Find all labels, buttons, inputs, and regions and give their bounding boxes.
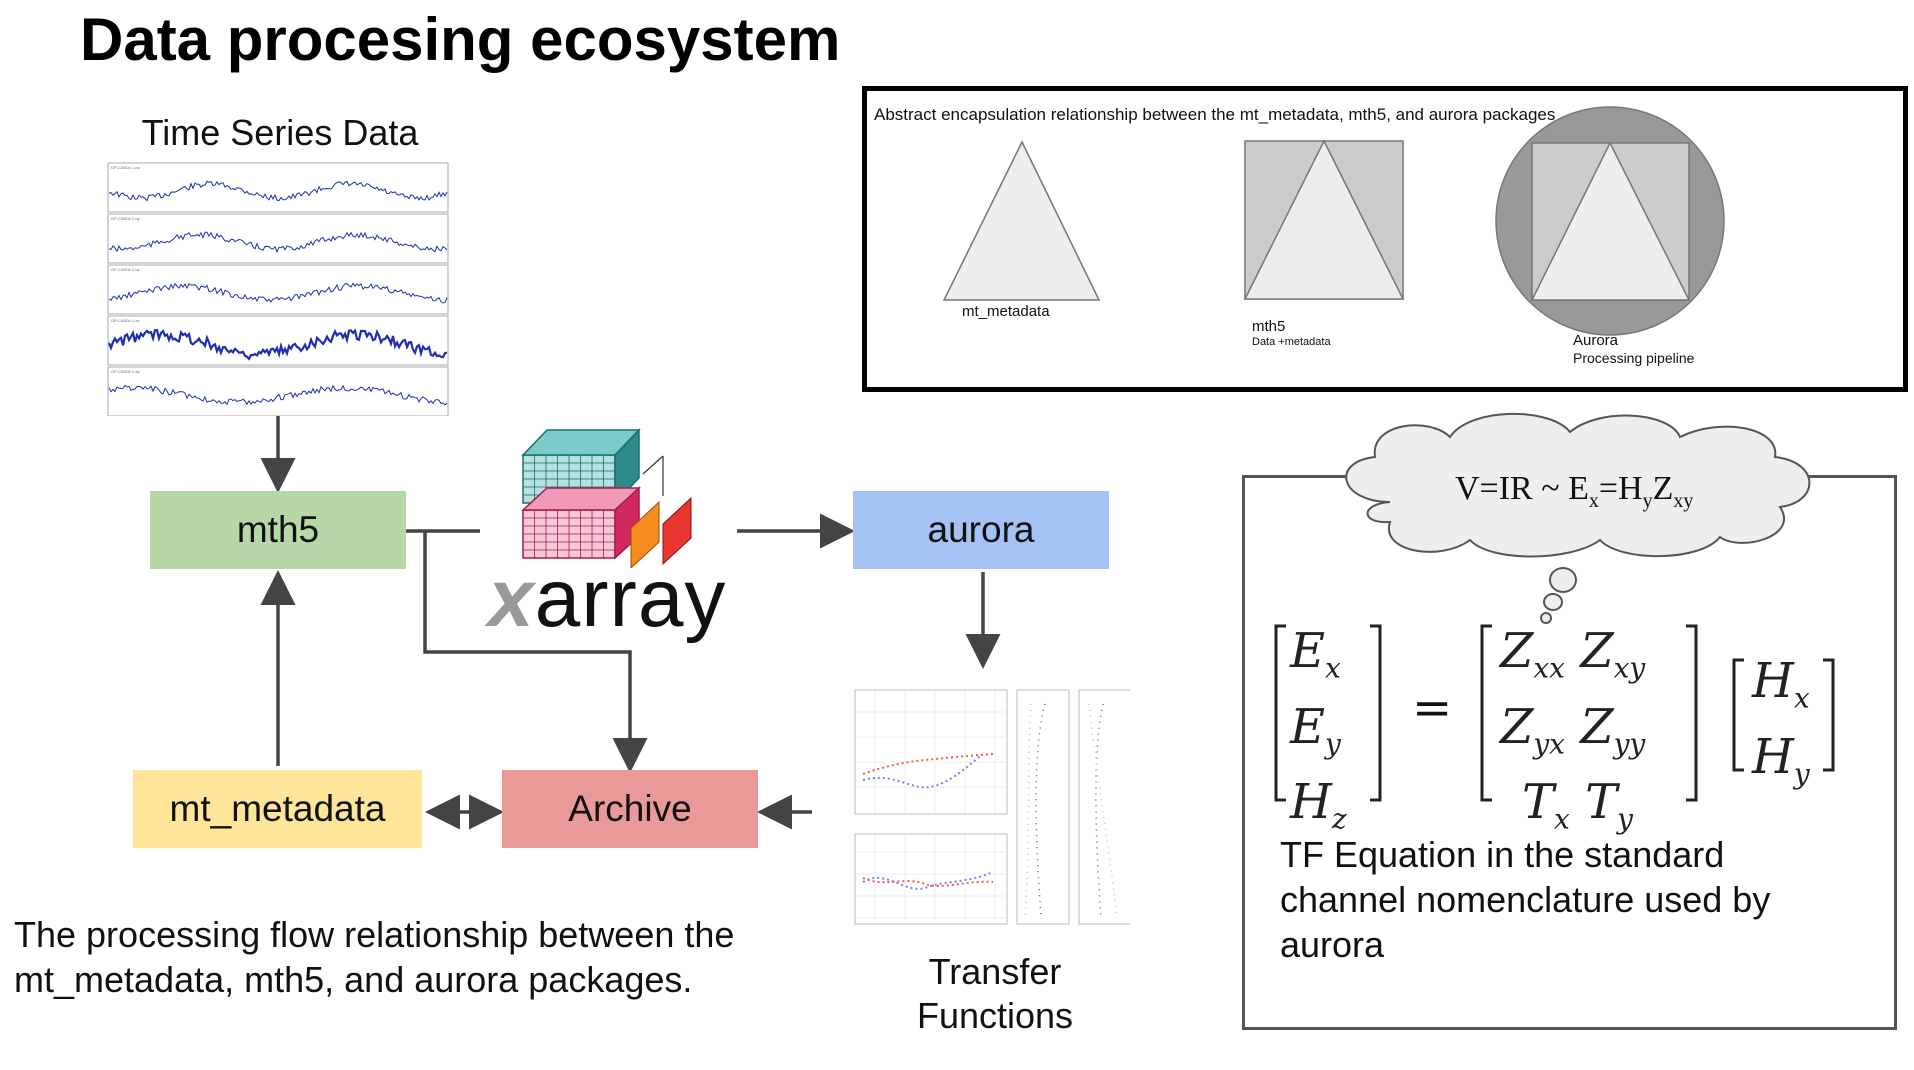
abstract-encapsulation-panel — [862, 86, 1908, 392]
transfer-functions-line-1: Transfer — [928, 951, 1062, 992]
ohm-analogy-text: V=IR ~ Ex=HyZxy — [1455, 470, 1693, 513]
matrix-row-2: Zyx Zyy — [1500, 698, 1646, 761]
transfer-functions-line-2: Functions — [916, 995, 1074, 1036]
mth5-shape-sublabel: Data +metadata — [1252, 336, 1331, 348]
ts-trace — [107, 328, 448, 361]
ohm-z-sub: xy — [1673, 489, 1694, 512]
aurora-box: aurora — [853, 491, 1109, 569]
mt-metadata-box: mt_metadata — [133, 770, 422, 848]
arrow-mth5-to-archive — [423, 531, 648, 773]
aurora-label: aurora — [927, 509, 1035, 550]
ts-panel — [107, 264, 449, 315]
equals-sign: = — [1412, 680, 1453, 736]
transfer-function-plots — [854, 689, 1130, 925]
ts-channel-label: GP-CAS04 1-hz — [111, 267, 140, 272]
archive-box: Archive — [502, 770, 758, 848]
encapsulation-shapes — [942, 106, 1725, 336]
tf-phase-panel — [854, 833, 1008, 925]
time-series-title: Time Series Data — [141, 112, 419, 153]
mth5-triangle — [1243, 139, 1405, 300]
ohm-z: Z — [1652, 470, 1674, 507]
xarray-x: x — [488, 553, 535, 644]
ohm-lhs: V=IR ~ E — [1455, 470, 1589, 507]
tf-tipper-panel-2 — [1078, 689, 1130, 925]
tf-equation-caption: TF Equation in the standard channel nome… — [1280, 834, 1771, 965]
xarray-logo — [521, 428, 692, 568]
ts-channel-label: GP-CAS04 1-ex — [111, 318, 140, 323]
ts-channel-label: GP-CAS04 1-hy — [111, 216, 140, 221]
ts-channel-label: GP-CAS04 1-hx — [111, 165, 140, 170]
xarray-rest: array — [534, 553, 727, 644]
ts-trace — [108, 384, 448, 406]
impedance-matrix: Zxx Zxy Zyx Zyy Tx Ty — [1500, 622, 1645, 849]
rhs-hy: Hy — [1752, 728, 1810, 791]
ohm-h-sub: y — [1642, 489, 1653, 512]
tf-tipper-panel-1 — [1016, 689, 1070, 925]
mth5-shape-label: mth5 — [1252, 318, 1286, 335]
mt-metadata-shape-label: mt_metadata — [962, 303, 1050, 320]
aurora-shape-sublabel: Processing pipeline — [1573, 350, 1695, 366]
ohm-eq: =H — [1598, 470, 1643, 507]
ts-channel-label: GP-CAS04 1-ey — [111, 369, 140, 374]
thought-cloud — [1345, 412, 1811, 624]
page-title: Data procesing ecosystem — [80, 6, 841, 73]
matrix-row-3: Tx Ty — [1522, 774, 1633, 836]
aurora-shape-label: Aurora — [1573, 332, 1619, 349]
mth5-box: mth5 — [150, 491, 406, 569]
xarray-wordmark: xarray — [488, 552, 726, 646]
tf-rho-panel — [854, 689, 1008, 815]
mt-metadata-label: mt_metadata — [169, 788, 386, 829]
lhs-ey: Ey — [1290, 698, 1341, 761]
transfer-functions-label: Transfer Functions — [880, 950, 1110, 1038]
aurora-triangle — [1530, 141, 1691, 301]
lhs-vector: Ex Ey Hz — [1290, 622, 1347, 849]
ts-trace — [108, 231, 448, 254]
mt-metadata-triangle — [942, 140, 1101, 301]
processing-flow-caption: The processing flow relationship between… — [14, 914, 735, 1000]
ts-panel — [107, 162, 449, 213]
ts-panel — [107, 366, 449, 416]
ts-trace — [108, 180, 448, 202]
mth5-label: mth5 — [236, 509, 320, 550]
matrix-brackets — [1274, 624, 1835, 802]
ts-trace — [108, 282, 448, 304]
archive-label: Archive — [568, 788, 692, 829]
rhs-hx: Hx — [1752, 653, 1810, 715]
ohm-e-sub: x — [1588, 489, 1599, 512]
lhs-ex: Ex — [1290, 623, 1341, 685]
rhs-vector: Hx Hy — [1752, 652, 1810, 803]
matrix-row-1: Zxx Zxy — [1500, 623, 1646, 685]
lhs-hz: Hz — [1290, 774, 1347, 836]
abstract-encapsulation-caption: Abstract encapsulation relationship betw… — [874, 105, 1556, 124]
